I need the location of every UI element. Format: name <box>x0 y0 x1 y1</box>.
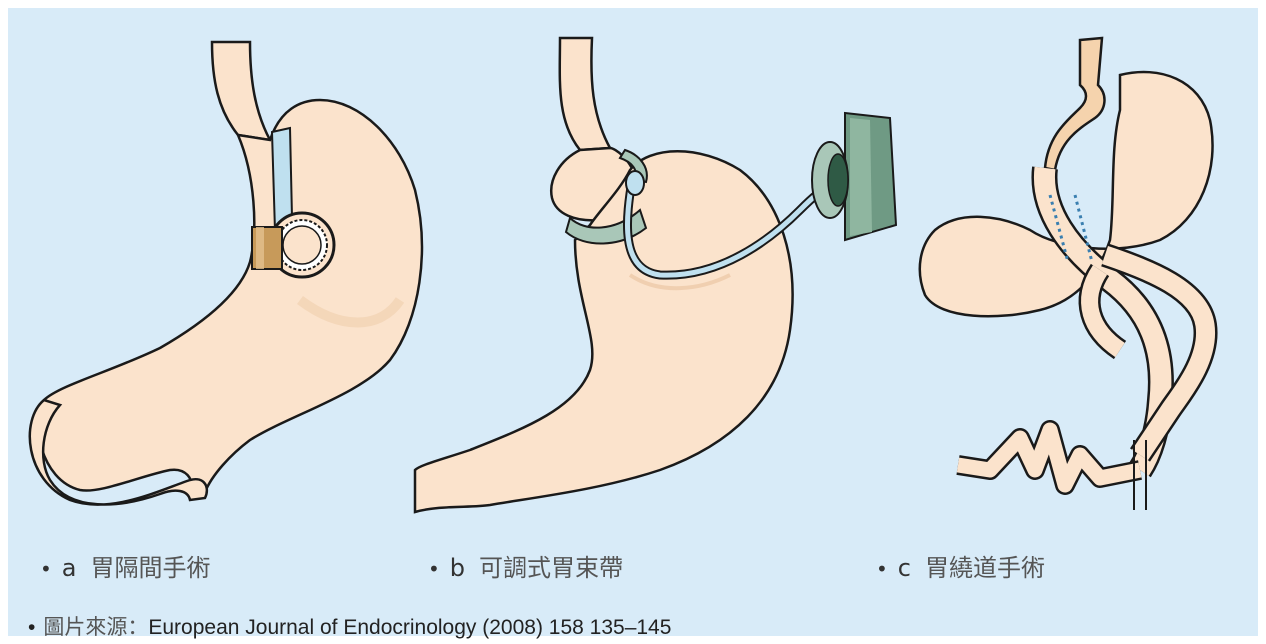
illustration-c-stomach <box>920 38 1213 510</box>
caption-b: • b 可調式胃束帶 <box>428 548 623 583</box>
caption-bullet: • <box>40 557 52 581</box>
caption-name: 胃隔間手術 <box>91 554 211 582</box>
caption-a: • a 胃隔間手術 <box>40 548 211 583</box>
caption-name: 可調式胃束帶 <box>479 554 623 582</box>
source-citation: European Journal of Endocrinology (2008)… <box>148 616 671 639</box>
caption-letter: b <box>450 554 465 582</box>
caption-letter: c <box>898 554 911 582</box>
source-bullet: • <box>28 616 35 639</box>
illustration-b-stomach <box>415 38 896 512</box>
illustration-a-stomach <box>30 42 422 505</box>
source-credit: • 圖片來源：European Journal of Endocrinology … <box>28 611 671 641</box>
caption-letter: a <box>62 554 77 582</box>
caption-bullet: • <box>876 557 888 581</box>
source-label: 圖片來源： <box>43 615 148 639</box>
caption-c: • c 胃繞道手術 <box>876 548 1045 583</box>
caption-bullet: • <box>428 557 440 581</box>
caption-name: 胃繞道手術 <box>925 554 1045 582</box>
